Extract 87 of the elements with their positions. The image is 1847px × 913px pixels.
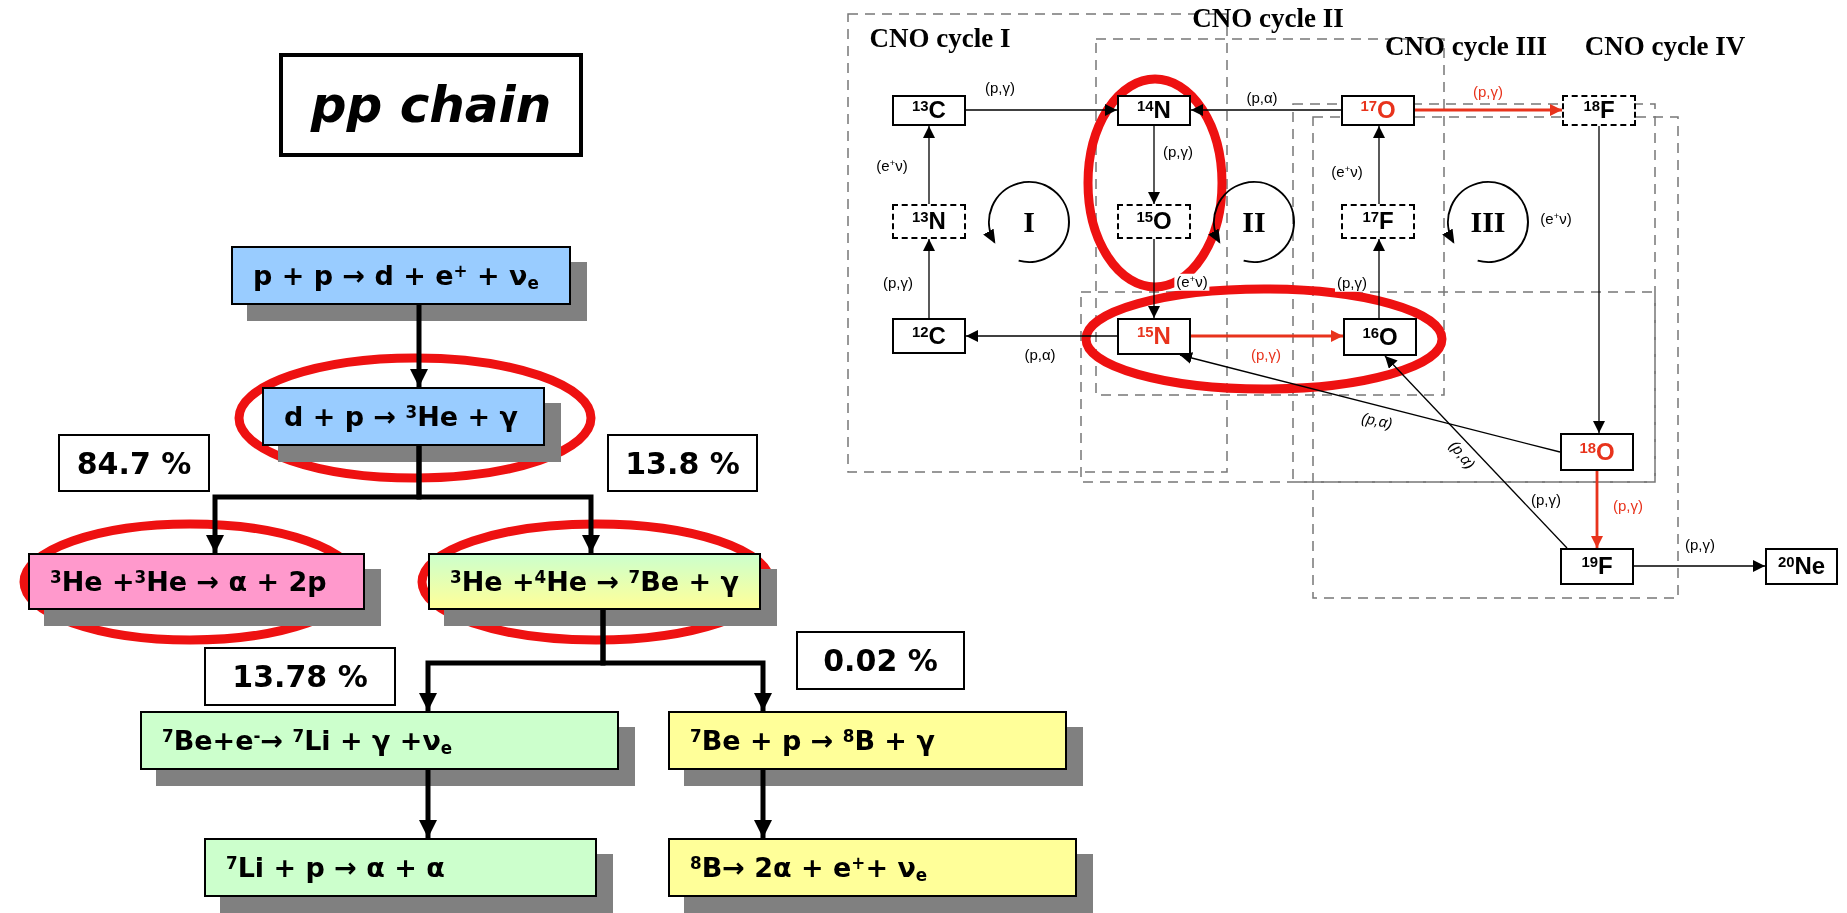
arrow <box>1148 238 1160 319</box>
edge-label: (p,γ) <box>1249 346 1283 364</box>
edge-label: (p,γ) <box>1161 143 1195 161</box>
nucleus-box <box>1117 204 1191 239</box>
arrow <box>1373 125 1385 205</box>
title-text: pp chain <box>310 77 552 133</box>
percentage-text: 84.7 % <box>76 446 192 480</box>
nucleus-box <box>1562 95 1636 126</box>
nucleus-label: $^{14}$N <box>1137 97 1171 124</box>
arrow <box>923 238 935 319</box>
edge-label: (e$^{+}$ν) <box>874 157 910 175</box>
nucleus-label: $^{16}$O <box>1362 323 1398 351</box>
edge-label: (p,γ) <box>1335 274 1369 292</box>
cycle-numeral: II <box>1242 205 1266 239</box>
nucleus-box <box>1341 204 1415 239</box>
nucleus-box <box>892 318 966 354</box>
edge-label: (p,γ) <box>983 79 1017 97</box>
cycle-title: CNO cycle III <box>1385 30 1547 62</box>
arrow <box>1593 125 1605 434</box>
percentage-box <box>204 647 396 706</box>
reaction-text: $^{3}$He +$^{4}$He → $^{7}$Be + γ <box>450 566 739 597</box>
reaction-text: d + p → $^{3}$He + γ <box>284 401 518 432</box>
percentage-box <box>607 434 758 492</box>
nucleus-label: $^{18}$F <box>1583 97 1615 124</box>
arrow <box>923 125 935 205</box>
nucleus-label: $^{17}$F <box>1362 208 1394 235</box>
arrow <box>1191 330 1343 342</box>
nucleus-box <box>1117 95 1191 126</box>
reaction-label: (p,γ) <box>1531 490 1561 508</box>
percentage-text: 13.78 % <box>232 660 368 693</box>
cycle-title: CNO cycle IV <box>1584 30 1746 62</box>
reaction-text: p + p → d + e$^{+}$ + ν$_{e}$ <box>253 260 539 291</box>
arrow <box>600 610 772 711</box>
nucleus-label: $^{18}$O <box>1579 438 1615 466</box>
nucleus-box <box>1341 95 1415 126</box>
edge-label: (p,γ) <box>1471 83 1505 101</box>
arrow <box>419 770 437 838</box>
arrow <box>1148 125 1160 205</box>
percentage-text: 13.8 % <box>625 446 740 480</box>
cycle-title: CNO cycle I <box>869 22 1011 54</box>
edge-label: (p,α) <box>1022 346 1058 364</box>
edge-label: (p,γ) <box>881 274 915 292</box>
arrow <box>1373 238 1385 319</box>
reaction-text: $^{7}$Li + p → α + α <box>226 852 445 883</box>
edge-label: (e$^{+}$ν) <box>1174 273 1210 291</box>
cycle-numeral: III <box>1470 205 1506 239</box>
reaction-text: $^{3}$He +$^{3}$He → α + 2p <box>50 566 327 597</box>
nucleus-box <box>1560 433 1634 471</box>
nucleus-label: $^{13}$N <box>912 208 946 235</box>
arrow <box>1190 104 1342 116</box>
nucleus-label: $^{20}$Ne <box>1777 553 1826 580</box>
nucleus-label: $^{17}$O <box>1360 97 1396 124</box>
arrow <box>1384 355 1568 549</box>
nucleus-box <box>1560 548 1634 585</box>
nucleus-label: $^{12}$C <box>912 322 946 350</box>
arrow <box>410 305 428 387</box>
nucleus-label: $^{15}$O <box>1136 208 1172 235</box>
title-box <box>279 53 583 157</box>
nucleus-box <box>892 95 966 126</box>
edge-label: (e$^{+}$ν) <box>1329 163 1365 181</box>
edge-label: (p,γ) <box>1683 536 1717 554</box>
arrow <box>754 770 772 838</box>
arrow <box>1415 104 1562 116</box>
nucleus-box <box>1765 548 1838 585</box>
nucleus-box <box>1343 318 1417 356</box>
arrow <box>416 446 600 553</box>
reaction-text: $^{8}$B→ 2α + e$^{+}$+ ν$_{e}$ <box>690 852 928 883</box>
edge-label: (e$^{+}$ν) <box>1538 210 1574 228</box>
edge-label: (p,γ) <box>1611 497 1645 515</box>
nucleus-label: $^{15}$N <box>1137 323 1171 350</box>
percentage-box <box>796 631 965 690</box>
nucleus-label: $^{19}$F <box>1581 553 1613 580</box>
nucleus-box <box>892 204 966 239</box>
cycle-title: CNO cycle II <box>1192 2 1344 34</box>
percentage-box <box>58 434 210 492</box>
arrow <box>965 330 1118 342</box>
edge-label: (p,α) <box>1244 89 1280 107</box>
reaction-text: $^{7}$Be+e$^{-}$→ $^{7}$Li + γ +ν$_{e}$ <box>162 725 453 756</box>
cycle-numeral: I <box>1023 205 1035 239</box>
nucleus-label: $^{13}$C <box>912 97 946 124</box>
arrow <box>965 104 1118 116</box>
arrow <box>1591 471 1603 548</box>
arrow <box>1633 560 1766 572</box>
reaction-text: $^{7}$Be + p → $^{8}$B + γ <box>690 725 935 756</box>
percentage-text: 0.02 % <box>823 644 938 677</box>
nucleus-box <box>1117 318 1191 355</box>
arrow <box>1179 352 1561 453</box>
